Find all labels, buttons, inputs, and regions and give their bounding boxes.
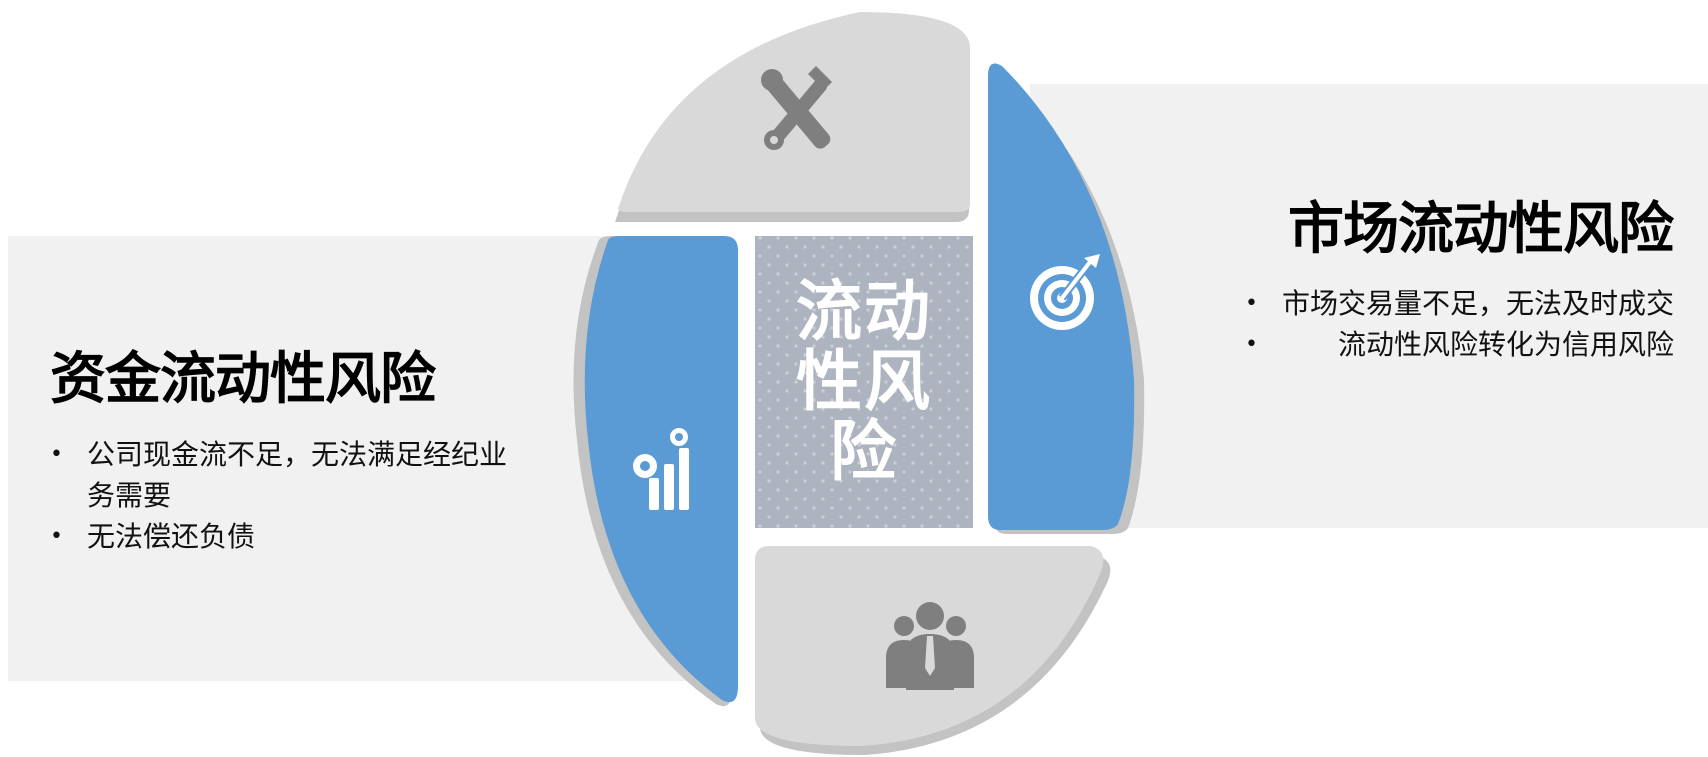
center-block (755, 236, 973, 528)
gears-chart-icon (633, 428, 689, 510)
list-item: • 公司现金流不足，无法满足经纪业务需要 (50, 434, 530, 516)
center-label: 流动性风险 (796, 273, 932, 490)
list-item: • 无法偿还负债 (50, 516, 530, 557)
center-label-box: 流动性风险 (755, 236, 973, 528)
list-item: • 市场交易量不足，无法及时成交 (1245, 283, 1674, 324)
bullet-text: 流动性风险转化为信用风险 (1337, 328, 1674, 361)
bullet-dot: • (1244, 291, 1258, 316)
right-heading: 市场流动性风险 (1288, 197, 1674, 262)
target-icon (1030, 254, 1100, 330)
left-heading: 资金流动性风险 (50, 347, 436, 412)
bullet-text: 市场交易量不足，无法及时成交 (1281, 287, 1674, 320)
list-item: • 流动性风险转化为信用风险 (1245, 324, 1674, 365)
right-bullet-list: • 市场交易量不足，无法及时成交 • 流动性风险转化为信用风险 (1245, 283, 1674, 365)
left-bullet-list: • 公司现金流不足，无法满足经纪业务需要 • 无法偿还负债 (50, 434, 530, 557)
team-icon (886, 602, 974, 690)
bullet-text: 公司现金流不足，无法满足经纪业务需要 (87, 438, 508, 512)
right-background-panel (1030, 84, 1708, 528)
bullet-dot: • (1244, 332, 1258, 357)
tools-icon (761, 66, 832, 150)
bullet-dot: • (50, 442, 63, 467)
bullet-dot: • (50, 524, 63, 549)
bullet-text: 无法偿还负债 (87, 520, 256, 553)
